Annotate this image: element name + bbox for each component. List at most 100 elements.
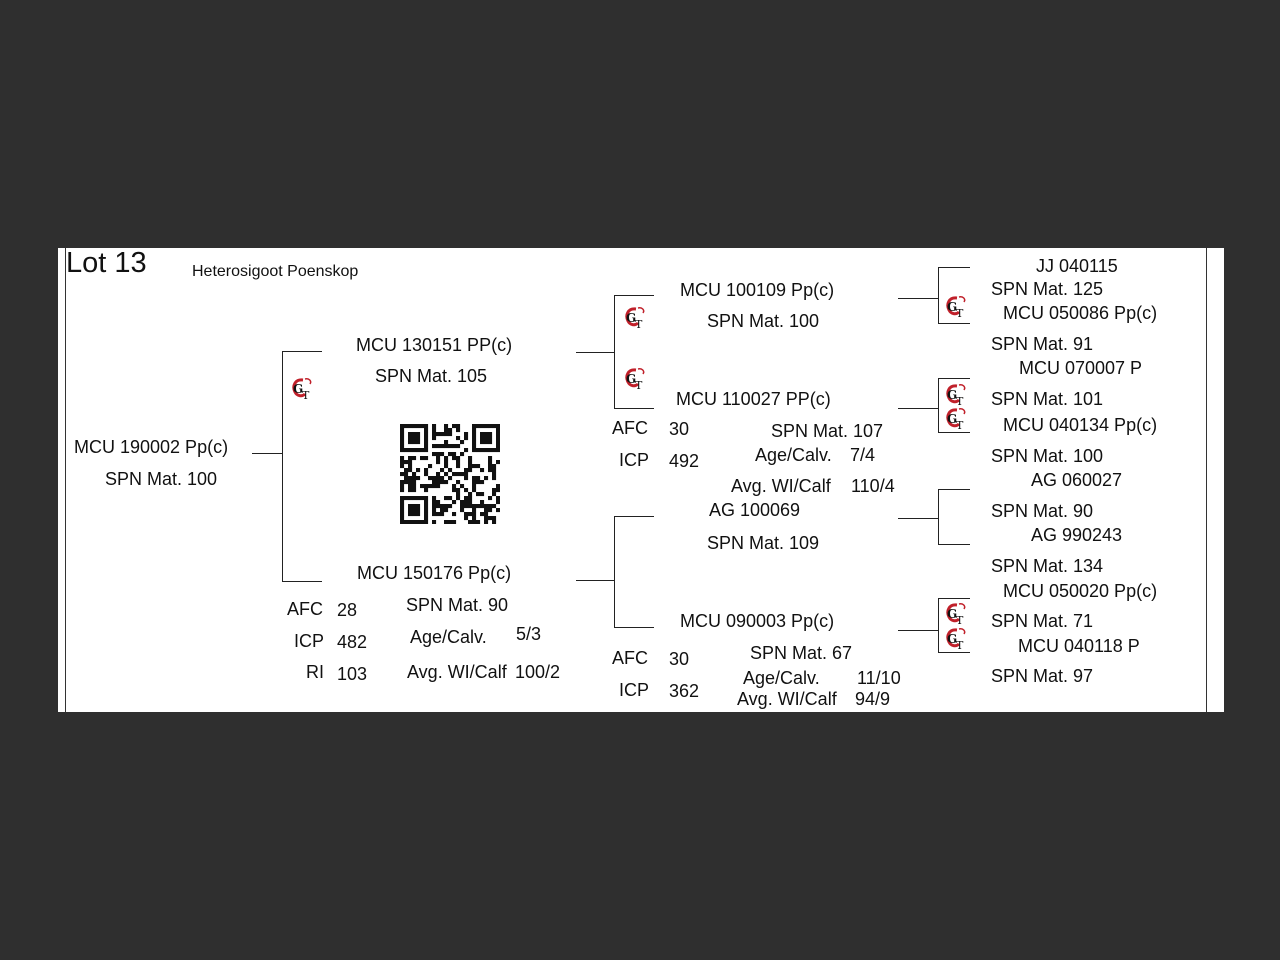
ds-id: AG 100069 bbox=[709, 500, 801, 520]
ds-spn: SPN Mat. 109 bbox=[707, 533, 820, 553]
connector bbox=[898, 298, 938, 299]
dam-wi-label: Avg. WI/Calf bbox=[407, 662, 507, 682]
connector bbox=[938, 598, 970, 599]
dam-afc-label: AFC bbox=[287, 599, 323, 619]
g4-1-spn: SPN Mat. 125 bbox=[991, 279, 1104, 299]
sd-icp-value: 492 bbox=[669, 451, 700, 471]
dam-id: MCU 150176 Pp(c) bbox=[357, 563, 512, 583]
connector bbox=[614, 627, 654, 628]
connector bbox=[938, 323, 970, 324]
g4-1-id: JJ 040115 bbox=[1036, 256, 1118, 276]
g4-2-spn: SPN Mat. 91 bbox=[991, 334, 1094, 354]
connector bbox=[938, 267, 970, 268]
g4-4-spn: SPN Mat. 100 bbox=[991, 446, 1104, 466]
dd-id: MCU 090003 Pp(c) bbox=[680, 611, 835, 631]
sd-age-value: 7/4 bbox=[850, 445, 876, 465]
sire-spn: SPN Mat. 105 bbox=[375, 366, 488, 386]
g4-8-id: MCU 040118 P bbox=[1018, 636, 1140, 656]
dam-wi-value: 100/2 bbox=[515, 662, 561, 682]
dam-icp-label: ICP bbox=[294, 631, 325, 651]
sd-wi-label: Avg. WI/Calf bbox=[731, 476, 831, 496]
dd-icp-label: ICP bbox=[619, 680, 650, 700]
g4-7-id: MCU 050020 Pp(c) bbox=[1003, 581, 1158, 601]
g4-4-id: MCU 040134 Pp(c) bbox=[1003, 415, 1158, 435]
sd-afc-value: 30 bbox=[669, 419, 690, 439]
connector bbox=[614, 516, 654, 517]
sd-id: MCU 110027 PP(c) bbox=[676, 389, 831, 409]
dd-afc-value: 30 bbox=[669, 649, 690, 669]
sire-id: MCU 130151 PP(c) bbox=[356, 335, 513, 355]
dd-age-label: Age/Calv. bbox=[743, 668, 820, 688]
connector bbox=[576, 580, 614, 581]
connector bbox=[938, 489, 939, 544]
sd-wi-value: 110/4 bbox=[851, 476, 895, 496]
ss-id: MCU 100109 Pp(c) bbox=[680, 280, 835, 300]
connector bbox=[614, 408, 654, 409]
dam-ri-label: RI bbox=[306, 662, 324, 682]
dd-wi-value: 94/9 bbox=[855, 689, 891, 709]
subject-spn: SPN Mat. 100 bbox=[105, 469, 218, 489]
svg-text:T: T bbox=[302, 389, 310, 402]
svg-text:G: G bbox=[626, 372, 636, 386]
svg-text:G: G bbox=[947, 388, 957, 402]
connector bbox=[938, 652, 970, 653]
dam-age-value: 5/3 bbox=[516, 624, 542, 644]
svg-text:G: G bbox=[947, 632, 957, 646]
connector bbox=[938, 378, 970, 379]
dd-wi-label: Avg. WI/Calf bbox=[737, 689, 837, 709]
dam-icp-value: 482 bbox=[337, 632, 368, 652]
g4-3-id: MCU 070007 P bbox=[1019, 358, 1143, 378]
svg-text:T: T bbox=[635, 318, 643, 331]
connector bbox=[614, 295, 615, 408]
dam-afc-value: 28 bbox=[337, 600, 358, 620]
svg-text:T: T bbox=[956, 419, 964, 432]
qr-code[interactable] bbox=[400, 424, 500, 524]
g4-2-id: MCU 050086 Pp(c) bbox=[1003, 303, 1158, 323]
connector bbox=[938, 544, 970, 545]
svg-text:T: T bbox=[956, 614, 964, 627]
dam-ri-value: 103 bbox=[337, 664, 368, 684]
connector bbox=[938, 432, 970, 433]
svg-text:T: T bbox=[956, 307, 964, 320]
svg-text:T: T bbox=[956, 395, 964, 408]
ss-spn: SPN Mat. 100 bbox=[707, 311, 820, 331]
svg-text:G: G bbox=[947, 412, 957, 426]
sd-spn: SPN Mat. 107 bbox=[771, 421, 884, 441]
svg-text:T: T bbox=[956, 639, 964, 652]
pedigree-card: Lot 13 Heterosigoot Poenskop MCU 190002 … bbox=[58, 248, 1224, 712]
g4-5-id: AG 060027 bbox=[1031, 470, 1123, 490]
dam-spn: SPN Mat. 90 bbox=[406, 595, 509, 615]
connector bbox=[614, 295, 654, 296]
connector bbox=[898, 408, 938, 409]
dd-spn: SPN Mat. 67 bbox=[750, 643, 853, 663]
svg-text:G: G bbox=[947, 607, 957, 621]
svg-text:T: T bbox=[635, 379, 643, 392]
sd-age-label: Age/Calv. bbox=[755, 445, 832, 465]
connector bbox=[898, 518, 938, 519]
svg-text:G: G bbox=[626, 311, 636, 325]
connector bbox=[938, 598, 939, 652]
dd-icp-value: 362 bbox=[669, 681, 700, 701]
left-border-line bbox=[65, 248, 66, 712]
connector bbox=[898, 630, 938, 631]
right-border-line bbox=[1206, 248, 1207, 712]
connector bbox=[282, 351, 283, 581]
sd-afc-label: AFC bbox=[612, 418, 648, 438]
svg-text:G: G bbox=[947, 300, 957, 314]
g4-7-spn: SPN Mat. 71 bbox=[991, 611, 1094, 631]
g4-5-spn: SPN Mat. 90 bbox=[991, 501, 1094, 521]
subject-id: MCU 190002 Pp(c) bbox=[74, 437, 229, 457]
sd-icp-label: ICP bbox=[619, 450, 650, 470]
g4-6-spn: SPN Mat. 134 bbox=[991, 556, 1104, 576]
lot-title: Lot 13 bbox=[66, 247, 147, 279]
connector bbox=[614, 516, 615, 627]
svg-text:G: G bbox=[293, 382, 303, 396]
